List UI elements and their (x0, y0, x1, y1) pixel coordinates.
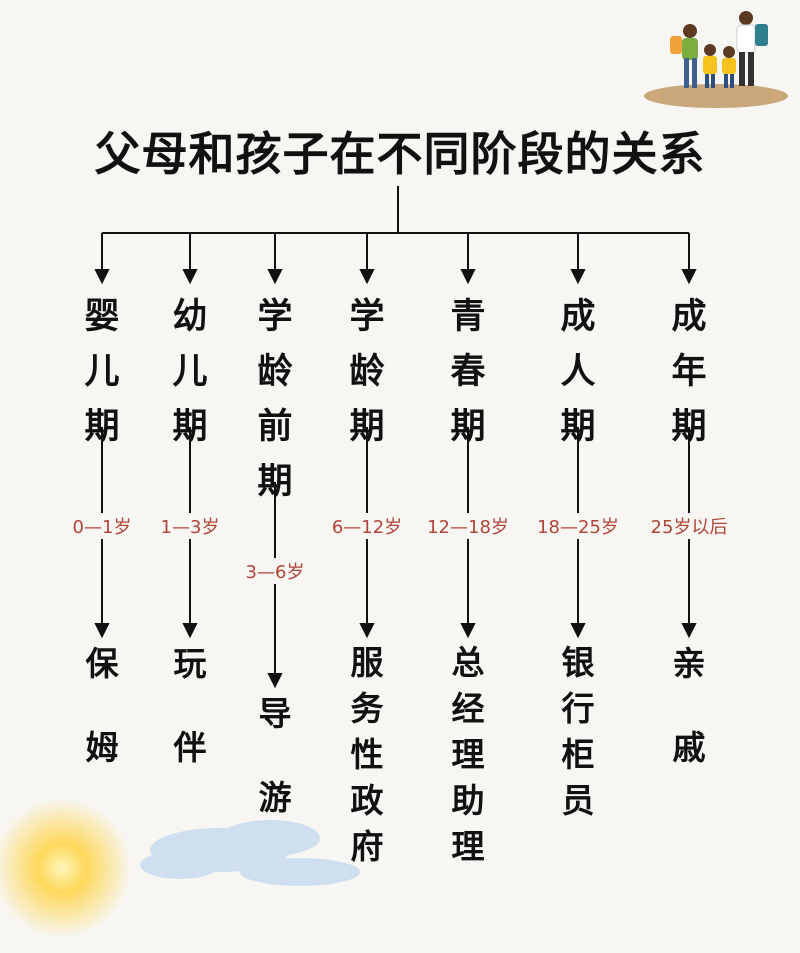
role-label: 保 姆 (85, 644, 119, 767)
stage-label: 青 春 期 (450, 297, 486, 447)
page-title: 父母和孩子在不同阶段的关系 (94, 127, 706, 181)
arrow-head (570, 623, 586, 639)
age-range: 3—6岁 (241, 558, 309, 584)
arrow-head (359, 623, 375, 639)
age-range: 18—25岁 (533, 513, 623, 539)
age-range: 25岁以后 (646, 513, 732, 539)
age-range: 12—18岁 (423, 513, 513, 539)
stage-label: 幼 儿 期 (172, 297, 208, 447)
arrow-head (267, 269, 283, 285)
arrow-head (681, 623, 697, 639)
arrow-head (94, 269, 110, 285)
arrow-head (460, 269, 476, 285)
age-range: 6—12岁 (327, 513, 407, 539)
role-label: 亲 戚 (672, 644, 706, 767)
age-range: 1—3岁 (156, 513, 224, 539)
cloud-icon (140, 820, 360, 886)
role-label: 玩 伴 (173, 644, 207, 767)
arrow-head (94, 623, 110, 639)
arrow-head (681, 269, 697, 285)
arrow-head (359, 269, 375, 285)
stage-label: 婴 儿 期 (84, 297, 120, 447)
stage-label: 成 年 期 (671, 297, 707, 447)
stage-label: 成 人 期 (560, 297, 596, 447)
role-label: 导 游 (258, 694, 292, 817)
stage-label: 学 龄 前 期 (257, 297, 293, 502)
sun-icon (0, 798, 132, 938)
arrow-head (182, 623, 198, 639)
family-figures (670, 11, 768, 88)
arrow-head (182, 269, 198, 285)
arrow-head (267, 673, 283, 689)
arrow-head (460, 623, 476, 639)
role-label: 银 行 柜 员 (561, 643, 595, 820)
age-range: 0—1岁 (68, 513, 136, 539)
stage-label: 学 龄 期 (349, 297, 385, 447)
role-label: 服 务 性 政 府 (350, 643, 384, 866)
arrow-head (570, 269, 586, 285)
role-label: 总 经 理 助 理 (451, 643, 485, 866)
